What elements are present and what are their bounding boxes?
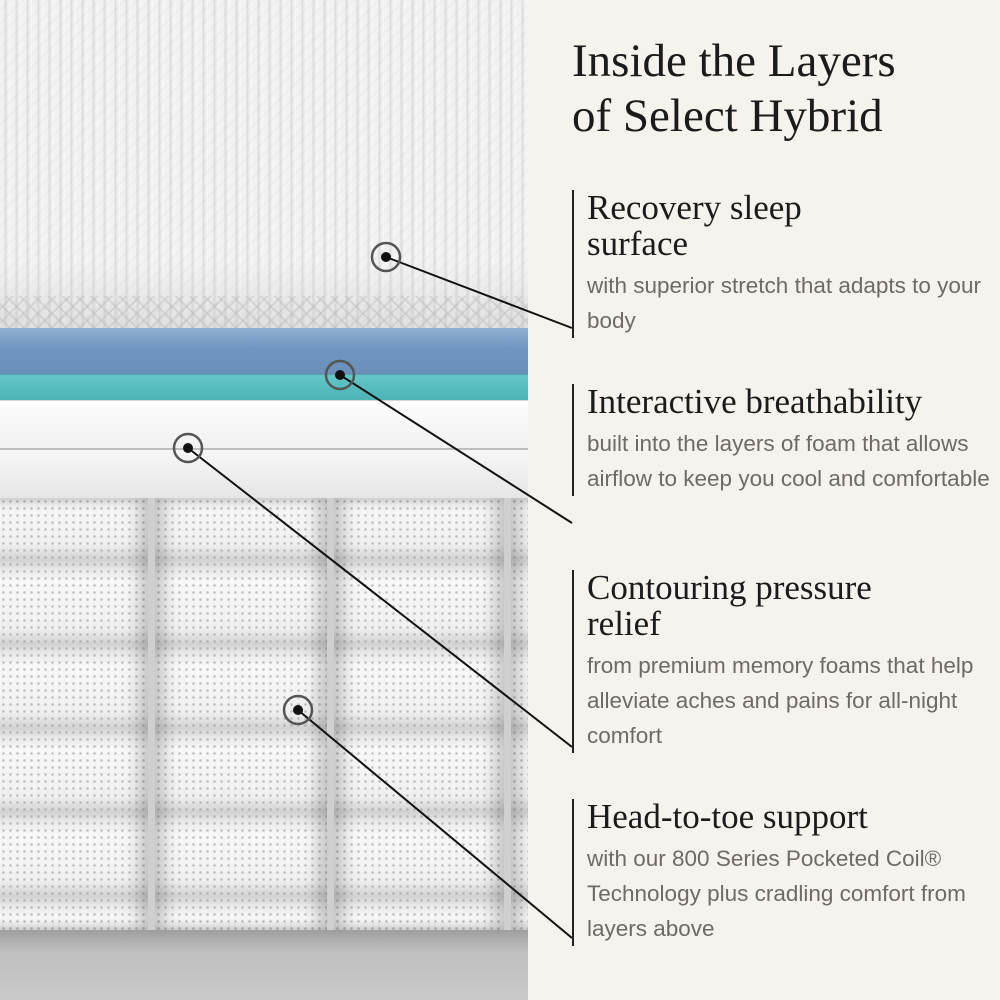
callout-2 [324, 359, 573, 524]
feature-heading: Head-to-toe support [587, 797, 868, 836]
mattress-base [0, 930, 528, 1000]
title-line-1: Inside the Layers [572, 35, 896, 87]
page-title: Inside the Layers of Select Hybrid [572, 34, 992, 144]
memory-foam-layer-upper [0, 400, 528, 449]
leader-line [187, 447, 573, 748]
title-line-2: of Select Hybrid [572, 90, 883, 142]
callout-dot-icon [381, 252, 391, 262]
leader-line [385, 256, 573, 329]
pocketed-coil [155, 498, 327, 930]
feature-description: from premium memory foams that help alle… [587, 653, 974, 748]
callout-4 [282, 694, 573, 939]
memory-foam-layer-lower [0, 448, 528, 500]
callout-dot-icon [183, 443, 193, 453]
feature-heading: Interactive breathability [587, 382, 923, 421]
pocketed-coil [0, 498, 148, 930]
teal-foam-layer [0, 374, 528, 401]
leader-line [297, 709, 573, 939]
mattress-cross-section [0, 0, 528, 1000]
leader-line [339, 374, 573, 524]
feature-contouring-pressure-relief: Contouring pressure relief from premium … [572, 570, 1000, 753]
feature-head-to-toe-support: Head-to-toe support with our 800 Series … [572, 799, 1000, 946]
callout-ring-icon [370, 241, 402, 273]
feature-heading: Recovery sleep surface [587, 188, 802, 263]
feature-description: with superior stretch that adapts to you… [587, 273, 981, 333]
callout-1 [370, 241, 573, 329]
callout-ring-icon [172, 432, 204, 464]
feature-interactive-breathability: Interactive breathability built into the… [572, 384, 1000, 496]
feature-heading: Contouring pressure relief [587, 568, 872, 643]
pocketed-coil [511, 498, 528, 930]
feature-description: with our 800 Series Pocketed Coil® Techn… [587, 846, 966, 941]
callout-ring-icon [282, 694, 314, 726]
callout-ring-icon [324, 359, 356, 391]
callout-3 [172, 432, 573, 748]
knit-cover-layer [0, 0, 528, 328]
pocketed-coil [334, 498, 504, 930]
pocketed-coil-layer [0, 498, 528, 930]
feature-description: built into the layers of foam that allow… [587, 431, 990, 491]
blue-foam-layer [0, 328, 528, 374]
callout-dot-icon [335, 370, 345, 380]
callout-dot-icon [293, 705, 303, 715]
feature-recovery-sleep-surface: Recovery sleep surface with superior str… [572, 190, 1000, 338]
